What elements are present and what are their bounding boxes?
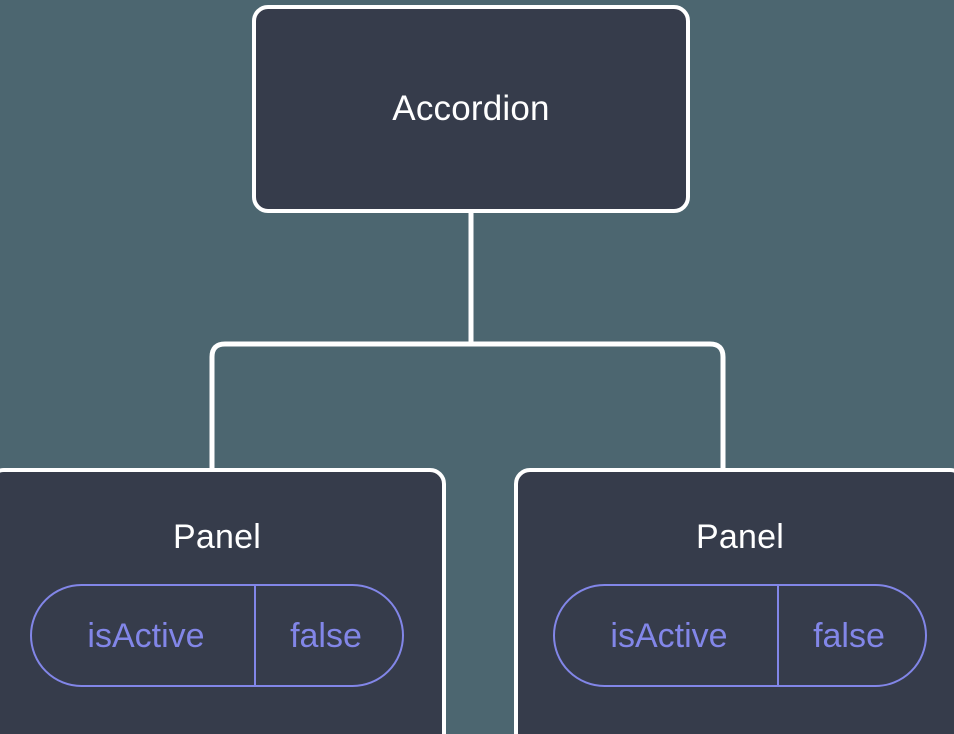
prop-value-is-active-left: false [290,616,362,655]
prop-pill-is-active-right[interactable]: isActive false [553,584,927,688]
node-panel-left-label: Panel [173,518,261,556]
connector-branch-right [471,341,726,470]
connector-branch-left [209,341,471,470]
prop-key-is-active-left: isActive [32,586,256,686]
node-panel-right[interactable]: Panel isActive false [514,468,954,734]
node-panel-right-label: Panel [696,518,784,556]
prop-value-is-active-right: false [813,616,885,655]
node-accordion-label: Accordion [392,88,550,128]
node-panel-left[interactable]: Panel isActive false [0,468,446,734]
prop-key-is-active-right: isActive [555,586,779,686]
node-accordion[interactable]: Accordion [252,5,690,213]
prop-pill-is-active-left[interactable]: isActive false [30,584,404,688]
